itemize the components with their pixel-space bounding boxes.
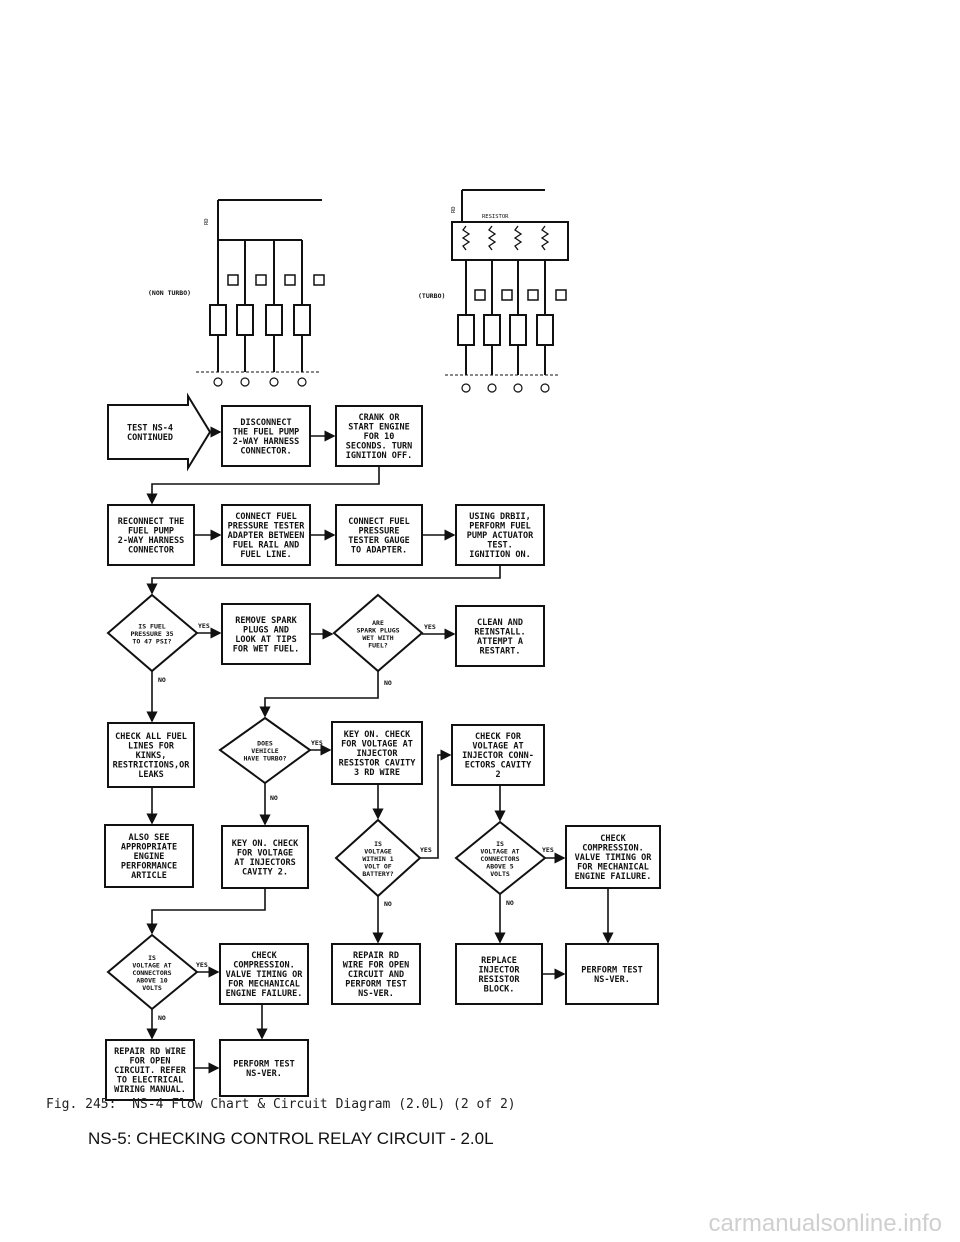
perform-test-b-box xyxy=(219,1039,309,1097)
perform-test-a-box xyxy=(565,943,659,1005)
yes-label-above5: YES xyxy=(542,846,554,854)
repair-rd-open-box xyxy=(105,1039,195,1101)
yes-label-above10: YES xyxy=(196,961,208,969)
yes-label-battery: YES xyxy=(420,846,432,854)
turbo-circuit xyxy=(445,189,569,393)
check-lines-box xyxy=(107,722,195,788)
turbo-label: (TURBO) xyxy=(418,292,445,300)
start-arrow-shape xyxy=(107,392,212,472)
no-label-turbo: NO xyxy=(270,794,278,802)
yes-label-pressure: YES xyxy=(198,622,210,630)
also-see-box xyxy=(104,824,194,888)
nonturbo-label: (NON TURBO) xyxy=(148,289,191,297)
no-label-wet: NO xyxy=(384,679,392,687)
key-on-resistor-box xyxy=(331,721,423,785)
check-voltage-conn-box xyxy=(451,724,545,786)
nonturbo-circuit xyxy=(196,199,325,387)
check-compression-b-box xyxy=(219,943,309,1005)
no-label-battery: NO xyxy=(384,900,392,908)
no-label-above10: NO xyxy=(158,1014,166,1022)
no-label-pressure: NO xyxy=(158,676,166,684)
resistor-label: RESISTOR xyxy=(482,214,509,220)
figure-caption: Fig. 245: NS-4 Flow Chart & Circuit Diag… xyxy=(46,1097,516,1112)
no-label-above5: NO xyxy=(506,899,514,907)
yes-label-turbo: YES xyxy=(311,739,323,747)
check-compression-a-box xyxy=(565,825,661,889)
repair-rd-box xyxy=(331,943,421,1005)
rd-wire-label-a: RD xyxy=(204,218,210,225)
section-heading: NS-5: CHECKING CONTROL RELAY CIRCUIT - 2… xyxy=(88,1129,494,1148)
rd-wire-label-b: RD xyxy=(451,206,457,213)
yes-label-wet: YES xyxy=(424,623,436,631)
watermark: carmanualsonline.info xyxy=(708,1210,942,1237)
clean-box xyxy=(455,605,545,667)
